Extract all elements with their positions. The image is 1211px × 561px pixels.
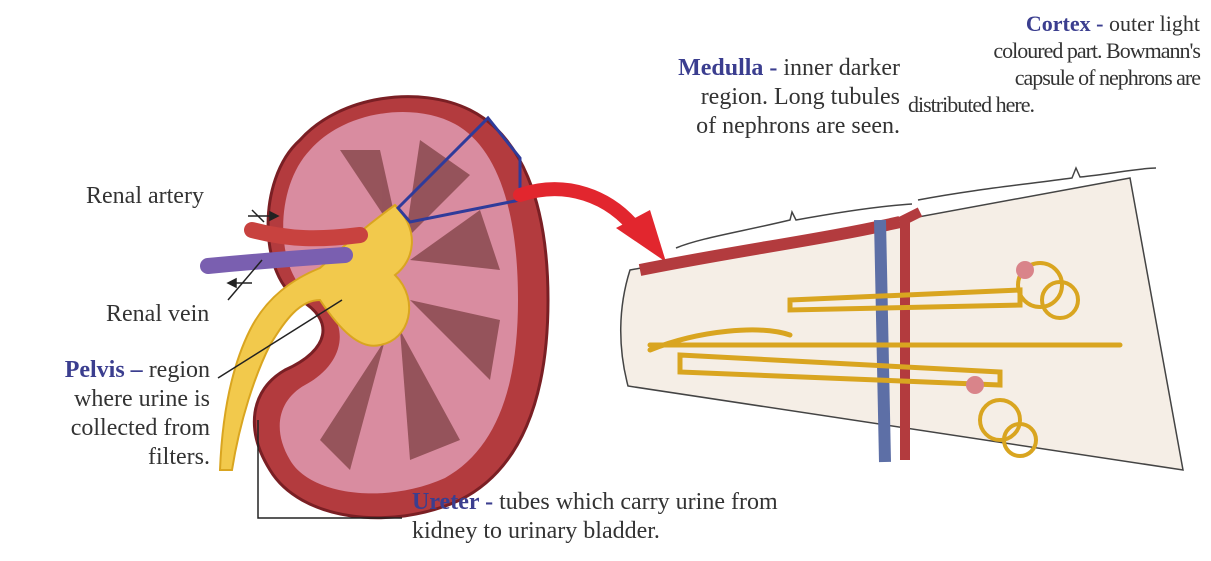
- pelvis-term: Pelvis –: [65, 357, 143, 383]
- cortex-label: Cortex - outer light coloured part. Bowm…: [908, 10, 1200, 118]
- pelvis-desc-2: where urine is: [10, 385, 210, 414]
- medulla-desc-3: of nephrons are seen.: [580, 112, 900, 141]
- pelvis-desc-1: region: [143, 357, 210, 383]
- pelvis-desc-3: collected from: [10, 414, 210, 443]
- ureter-desc-1: tubes which carry urine from: [493, 489, 778, 515]
- renal-artery-vessel: [252, 230, 360, 238]
- medulla-term: Medulla -: [678, 55, 777, 81]
- cortex-desc-1: outer light: [1103, 11, 1200, 36]
- collecting-duct: [880, 220, 885, 462]
- ureter-desc-2: kidney to urinary bladder.: [412, 517, 952, 546]
- renal-vein-vessel: [208, 255, 345, 266]
- medulla-desc-1: inner darker: [777, 55, 900, 81]
- cortex-desc-2: coloured part. Bowmann's: [908, 37, 1200, 64]
- renal-vein-label: Renal vein: [106, 300, 209, 329]
- cortex-desc-3: capsule of nephrons are: [908, 64, 1200, 91]
- pelvis-label: Pelvis – region where urine is collected…: [10, 356, 210, 472]
- pelvis-desc-4: filters.: [10, 443, 210, 472]
- ureter-term: Ureter -: [412, 489, 493, 515]
- cortex-term: Cortex -: [1026, 11, 1104, 36]
- medulla-desc-2: region. Long tubules: [580, 83, 900, 112]
- cortex-desc-4: distributed here.: [908, 91, 1200, 118]
- ureter-label: Ureter - tubes which carry urine from ki…: [412, 488, 952, 546]
- renal-artery-label: Renal artery: [86, 182, 204, 211]
- medulla-label: Medulla - inner darker region. Long tubu…: [580, 54, 900, 141]
